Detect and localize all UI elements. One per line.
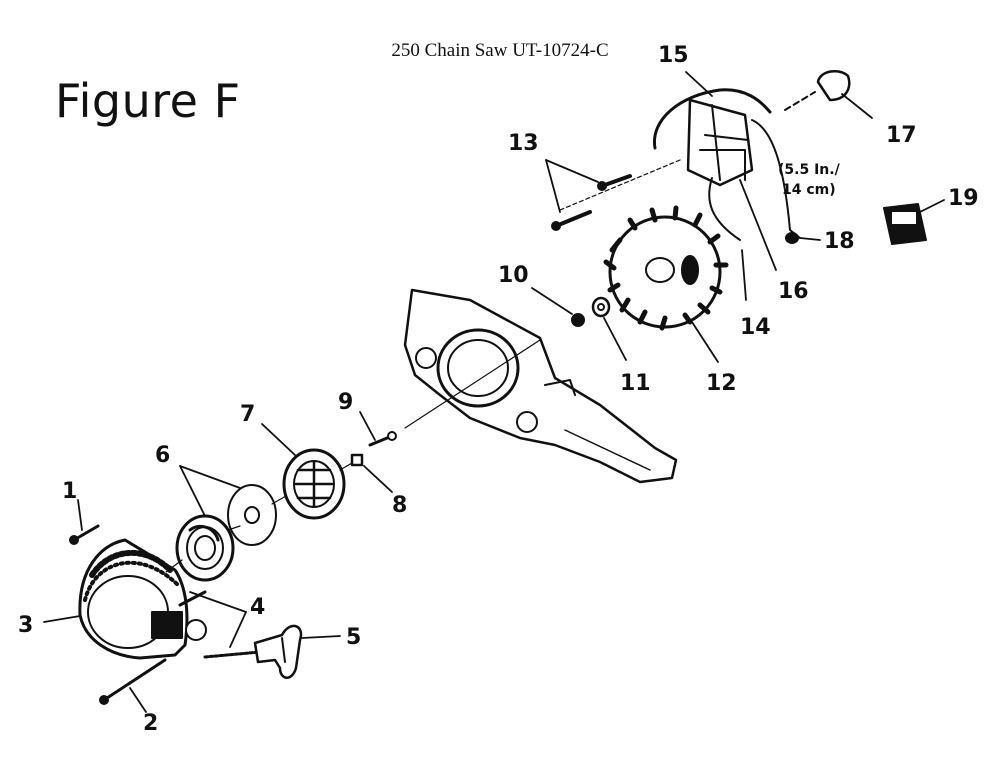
starter-handle-5 (253, 624, 303, 679)
leader-lines (43, 71, 945, 713)
callout-15: 15 (658, 43, 689, 68)
callout-12: 12 (706, 371, 737, 396)
flywheel-12 (603, 205, 729, 331)
washer-11 (591, 296, 611, 318)
callout-10: 10 (498, 263, 529, 288)
screw-2 (99, 658, 167, 705)
callout-9: 9 (338, 390, 353, 415)
wire-length-note-line-1: (5.5 In./ (778, 162, 841, 178)
callout-3: 3 (18, 613, 33, 638)
callout-4: 4 (250, 595, 265, 620)
spark-plug-boot-17 (816, 69, 851, 102)
callout-1: 1 (62, 479, 77, 504)
ignition-wire-15 (652, 88, 801, 241)
callout-17: 17 (886, 123, 917, 148)
callout-14: 14 (740, 315, 771, 340)
wire-length-note-line-2: 14 cm) (782, 182, 836, 198)
callout-18: 18 (824, 229, 855, 254)
nut-10 (571, 313, 585, 327)
starter-pulley-7 (282, 448, 346, 520)
callout-7: 7 (240, 402, 255, 427)
rewind-pulley-6 (175, 514, 235, 582)
figure-title: Figure F (55, 74, 241, 128)
screw-13-upper (597, 174, 632, 191)
callout-11: 11 (620, 371, 651, 396)
washer-6 (227, 484, 277, 546)
ignition-module-16 (686, 98, 754, 187)
wire-terminal-18 (785, 232, 799, 244)
callout-6: 6 (155, 443, 170, 468)
rope-guide-4 (178, 590, 262, 659)
screw-13-lower (551, 210, 592, 231)
callout-13: 13 (508, 131, 539, 156)
crankcase-housing (403, 288, 678, 484)
callout-16: 16 (778, 279, 809, 304)
callout-8: 8 (392, 493, 407, 518)
document-title: 250 Chain Saw UT-10724-C (391, 40, 609, 61)
screw-9 (368, 431, 397, 447)
switch-19 (883, 203, 927, 245)
callout-5: 5 (346, 625, 361, 650)
screw-1 (69, 524, 100, 545)
callout-2: 2 (143, 711, 158, 736)
callout-19: 19 (948, 186, 979, 211)
starter-housing (78, 538, 189, 660)
nut-8 (350, 453, 364, 467)
